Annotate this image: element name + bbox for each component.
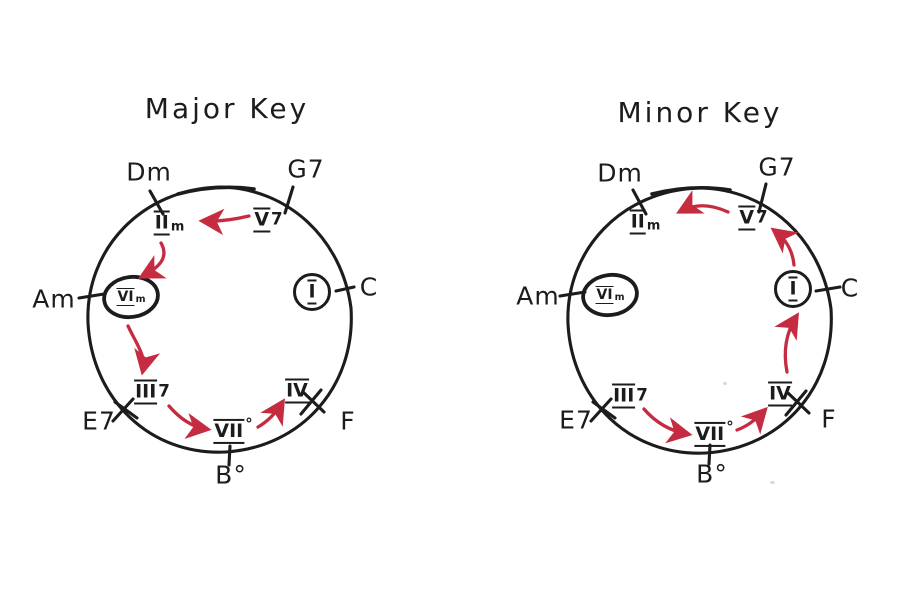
major-tick-g7: [283, 185, 295, 215]
major-chord-iv: IV: [285, 378, 309, 404]
minor-arrow-v7-to-iim: [676, 190, 730, 214]
minor-circle-overdraw: [650, 185, 732, 196]
major-note-bdim: B°: [215, 460, 247, 490]
major-tick-f: [299, 388, 326, 416]
chord-suffix: 7: [636, 384, 648, 405]
major-i-highlight-circle: [293, 273, 331, 311]
chord-suffix: m: [614, 292, 625, 304]
major-chord-viidim: VII°: [213, 415, 253, 445]
minor-note-dm: Dm: [597, 158, 643, 188]
major-arrow-v7-to-iim: [198, 208, 251, 236]
major-tick-dm: [148, 189, 165, 216]
roman-numeral: VII: [213, 419, 245, 445]
roman-numeral: V: [253, 207, 271, 233]
chord-suffix: °: [726, 418, 734, 436]
major-tick-am: [77, 292, 106, 300]
minor-tick-c: [814, 285, 842, 293]
major-note-g7: G7: [287, 154, 325, 184]
roman-numeral: VII: [694, 422, 726, 448]
minor-arrow-iv-to-i: [774, 312, 799, 374]
minor-tick-f: [784, 389, 811, 417]
major-tick-bdim: [227, 444, 232, 467]
chord-suffix: m: [170, 219, 185, 235]
roman-numeral: II: [153, 210, 170, 236]
major-tick-e7: [111, 397, 139, 423]
major-arrow-iii7-to-viidim: [167, 404, 212, 440]
minor-circle: [566, 186, 833, 455]
major-circle: [86, 185, 353, 454]
minor-arrow-iii7-to-viidim: [642, 407, 693, 444]
minor-i-highlight-circle: [774, 270, 812, 308]
major-note-dm: Dm: [126, 157, 172, 187]
minor-note-c: C: [840, 273, 860, 303]
minor-note-bdim: B°: [696, 459, 728, 489]
major-key-title: Major Key: [144, 92, 310, 125]
roman-numeral: VI: [595, 286, 614, 304]
roman-numeral: IV: [285, 378, 309, 404]
chord-suffix: °: [245, 415, 253, 433]
minor-tick-g7: [757, 182, 768, 214]
minor-vim-highlight-ellipse: [581, 272, 639, 318]
chord-suffix: m: [646, 218, 661, 234]
minor-tick-am: [558, 290, 587, 298]
roman-numeral: I: [307, 279, 317, 305]
major-note-c: C: [359, 272, 379, 302]
major-circle-overdraw: [176, 185, 256, 196]
roman-numeral: II: [629, 209, 646, 235]
major-arrow-vim-to-iii7: [126, 324, 161, 376]
roman-numeral: III: [134, 379, 158, 405]
major-note-f: F: [340, 406, 356, 436]
minor-chord-iv: IV: [768, 381, 792, 407]
roman-numeral: IV: [768, 381, 792, 407]
roman-numeral: I: [788, 276, 798, 302]
chord-suffix: 7: [756, 206, 768, 227]
major-note-am: Am: [32, 284, 76, 314]
minor-note-e7: E7: [559, 405, 593, 435]
roman-numeral: III: [612, 383, 636, 409]
minor-arrow-i-to-v7: [770, 227, 799, 267]
chord-suffix: 7: [271, 208, 283, 229]
minor-chord-i-highlighted: I: [788, 276, 798, 302]
scan-speck: [770, 481, 775, 484]
minor-arrow-viidim-to-iv: [735, 406, 768, 435]
major-chord-i-highlighted: I: [307, 279, 317, 305]
chord-suffix: 7: [158, 380, 170, 401]
minor-note-f: F: [821, 404, 837, 434]
minor-tick-bdim: [707, 443, 712, 466]
roman-numeral: VI: [116, 288, 135, 306]
minor-note-g7: G7: [758, 152, 796, 182]
minor-key-title: Minor Key: [617, 96, 783, 129]
roman-numeral: V: [738, 205, 756, 231]
major-arrow-iim-to-vim: [138, 241, 167, 279]
scan-speck: [723, 382, 727, 385]
chord-suffix: m: [135, 294, 146, 306]
minor-note-am: Am: [516, 281, 560, 311]
major-tick-c: [334, 285, 356, 293]
minor-tick-e7: [589, 397, 617, 423]
major-vim-highlight-ellipse: [102, 274, 160, 320]
major-note-e7: E7: [82, 406, 116, 436]
minor-chord-viidim: VII°: [694, 418, 734, 448]
major-arrow-viidim-to-iv: [256, 398, 285, 429]
